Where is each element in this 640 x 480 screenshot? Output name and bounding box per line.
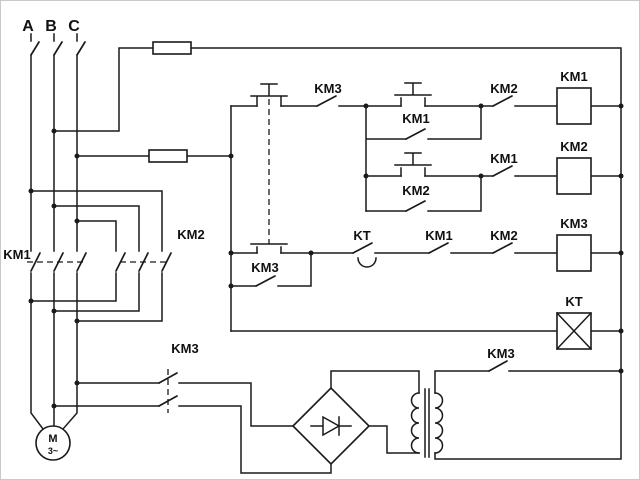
kt-coil-label: KT (565, 294, 582, 309)
motor: M 3~ (35, 425, 71, 461)
control-row-1: KM3 KM1 KM2 KM1 (230, 69, 622, 244)
km2-main-label: KM2 (177, 227, 204, 242)
row3-km3-aux-blade (255, 275, 276, 287)
row1-km1-aux-blade (405, 128, 426, 140)
km3-braking-contacts: KM3 (53, 341, 332, 474)
km2-branch-wiring (30, 190, 163, 322)
phase-c-line (61, 33, 78, 431)
primary-km3-blade (488, 360, 508, 372)
row3-km1-interlock-blade (428, 242, 449, 254)
km2-coil (556, 157, 592, 195)
fuse-1 (152, 41, 192, 55)
row3-hold-branch (230, 252, 312, 287)
kt-contact-label: KT (353, 228, 370, 243)
phase-a-switch-blade (30, 41, 40, 56)
fuse-2 (148, 149, 188, 163)
km2-main-contacts: KM2 (30, 190, 205, 322)
row1-km2-interlock-blade (492, 95, 513, 107)
transformer-core (424, 388, 430, 458)
control-supply (53, 41, 622, 460)
row2-hold-branch (365, 175, 482, 212)
kt-coil-rung: KT (230, 294, 622, 351)
row1-km2-interlock-label: KM2 (490, 81, 517, 96)
primary-km3-label: KM3 (487, 346, 514, 361)
three-phase-supply: A B C (22, 18, 86, 431)
row3-km3-aux-label: KM3 (251, 260, 278, 275)
transformer-secondary-winding (410, 392, 420, 454)
rectifier-ac-wires (330, 370, 420, 454)
km3-brake-label: KM3 (171, 341, 198, 356)
row3-km1-interlock-label: KM1 (425, 228, 452, 243)
transformer-primary-winding (434, 392, 444, 454)
row2-km2-aux-label: KM2 (402, 183, 429, 198)
row2-km1-interlock-label: KM1 (490, 151, 517, 166)
row1-km1-aux-label: KM1 (402, 111, 429, 126)
bridge-rectifier (291, 370, 420, 466)
top-feed-wire (53, 47, 622, 460)
row1-km3-label: KM3 (314, 81, 341, 96)
motor-letter: M (48, 433, 57, 445)
km1-coil-label: KM1 (560, 69, 587, 84)
transformer: KM3 (410, 346, 622, 458)
motor-type: 3~ (48, 446, 58, 456)
junction-dots (28, 103, 624, 409)
start-button-forward (394, 82, 432, 107)
phase-c-label: C (68, 18, 80, 35)
diode-icon (310, 415, 352, 437)
row1-hold-branch (365, 105, 482, 212)
phase-a-label: A (22, 18, 34, 35)
motor-circle (35, 425, 71, 461)
kt-coil-cross (555, 311, 593, 351)
start-button-reverse (394, 152, 432, 177)
row1-km3-blade (316, 95, 337, 107)
km3-coil-label: KM3 (560, 216, 587, 231)
primary-feed-wire (434, 370, 622, 394)
phase-b-label: B (45, 18, 57, 35)
phase-c-switch-blade (76, 41, 86, 56)
row2-km1-interlock-blade (492, 165, 513, 177)
km2-coil-label: KM2 (560, 139, 587, 154)
control-row-2: KM2 KM1 KM2 (365, 139, 622, 212)
km3-coil (556, 234, 592, 272)
phase-a-line (30, 33, 45, 431)
phase-b-switch-blade (53, 41, 63, 56)
brake-pole-wires (53, 382, 332, 474)
row3-km2-interlock-blade (492, 242, 513, 254)
km1-coil (556, 87, 592, 125)
row2-km2-aux-blade (405, 200, 426, 212)
km1-main-contacts: KM1 (3, 247, 87, 272)
row3-km2-interlock-label: KM2 (490, 228, 517, 243)
stop-button (250, 83, 288, 107)
kt-timer-contact (352, 242, 377, 268)
km1-main-label: KM1 (3, 247, 30, 262)
control-row-3: KM3 KT KM1 KM2 KM3 (230, 216, 622, 287)
start-button-brake (250, 243, 288, 254)
